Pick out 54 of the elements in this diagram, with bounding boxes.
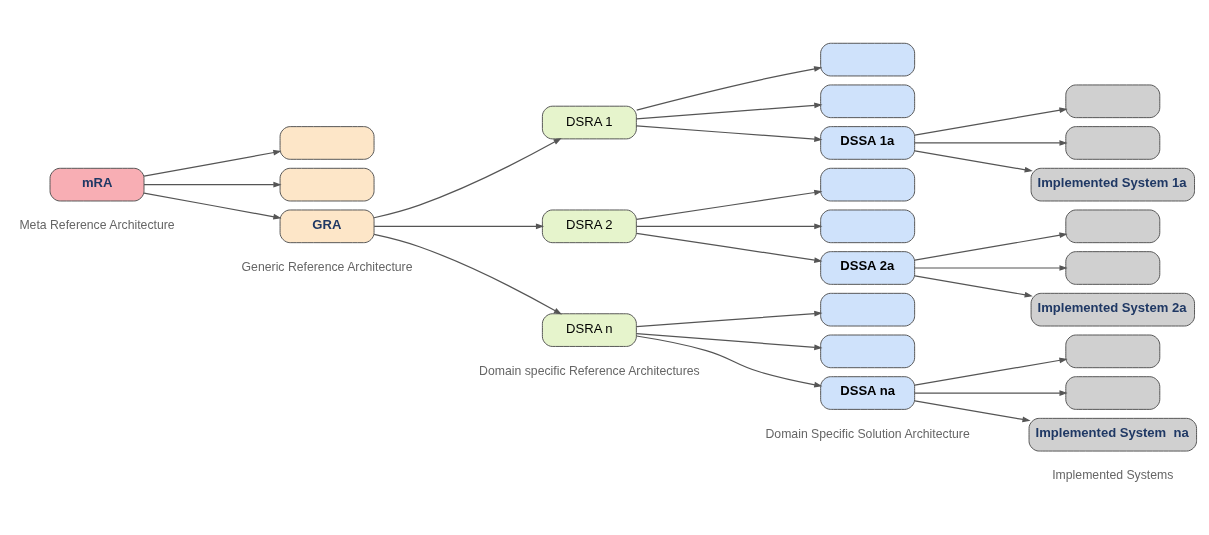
node-box: GRA — [279, 209, 375, 243]
node-box: DSSA 1a — [820, 125, 916, 160]
arrow — [914, 149, 1033, 173]
node-box: Implemented System na — [1028, 417, 1198, 452]
node-box: DSRA 1 — [541, 105, 637, 139]
arrow — [914, 139, 1068, 146]
arrow — [914, 357, 1068, 386]
node-box: DSSA 2a — [820, 250, 916, 285]
arrow — [635, 101, 823, 120]
label: Implemented Systems — [1052, 467, 1174, 482]
node-box — [820, 334, 916, 368]
arrow — [914, 231, 1068, 261]
arrow — [373, 233, 563, 315]
arrow — [636, 65, 823, 111]
arrow — [635, 332, 823, 350]
node-box: DSRA n — [541, 312, 637, 347]
arrow — [914, 264, 1068, 271]
node-box — [1065, 250, 1161, 285]
node-box: DSRA 2 — [541, 209, 637, 243]
node-box — [820, 42, 916, 76]
node-box: mRA — [49, 167, 145, 201]
arrow — [635, 124, 823, 142]
label: Generic Reference Architecture — [241, 259, 413, 274]
arrow — [143, 181, 282, 187]
arrow — [914, 106, 1068, 136]
arrow — [373, 137, 562, 218]
node-box: DSSA na — [820, 375, 916, 410]
label: Domain Specific Solution Architecture — [765, 426, 970, 441]
arrow — [635, 189, 823, 220]
node-box: Implemented System 1a — [1030, 167, 1195, 201]
node-box — [1065, 334, 1161, 368]
arrow — [143, 149, 282, 177]
node-box — [820, 209, 916, 243]
arrow — [914, 389, 1068, 396]
node-box — [820, 167, 916, 201]
node-box: Implemented System 2a — [1030, 292, 1195, 326]
node-box — [820, 83, 916, 118]
node-box — [1065, 375, 1161, 410]
node-box — [279, 125, 375, 160]
arrow — [373, 222, 545, 229]
label: Meta Reference Architecture — [19, 217, 175, 232]
arrow — [635, 310, 823, 327]
arrow — [635, 222, 823, 229]
arrow — [914, 399, 1031, 422]
node-box — [279, 167, 375, 201]
node-box — [1065, 83, 1161, 118]
node-box — [1065, 209, 1161, 243]
arrow — [635, 232, 823, 263]
arrow — [143, 191, 282, 219]
label: Domain specific Reference Architectures — [479, 363, 700, 378]
node-box — [820, 292, 916, 326]
arrow — [635, 334, 823, 387]
arrow — [914, 274, 1033, 298]
node-box — [1065, 125, 1161, 160]
